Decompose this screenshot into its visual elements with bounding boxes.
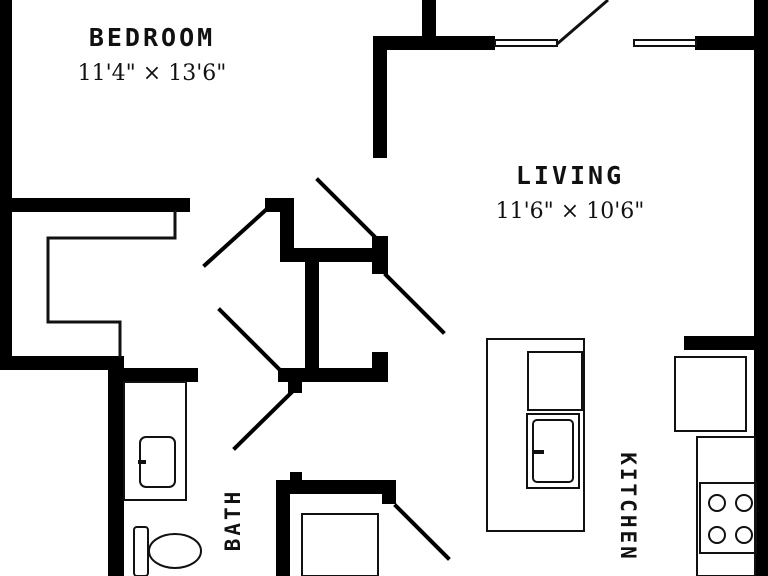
closet-wall-mid	[280, 248, 386, 262]
bath-vanity	[123, 381, 187, 501]
range	[699, 482, 757, 554]
bath-west-wall	[108, 356, 124, 576]
window-left	[494, 39, 558, 47]
top-wall-stub	[422, 0, 436, 40]
living-name: LIVING	[516, 161, 624, 190]
bedroom-dimensions: 11'4" × 13'6"	[78, 61, 227, 86]
burner	[735, 494, 753, 512]
kitchen-sink-outer	[526, 413, 580, 489]
closet-door-mid-right	[383, 272, 446, 335]
burner	[735, 526, 753, 544]
closet-post-small	[288, 375, 302, 393]
outer-left-wall	[0, 0, 12, 370]
closet-wall-bottom	[278, 368, 388, 382]
lower-closet-post-right	[382, 480, 396, 504]
living-dimensions: 11'6" × 10'6"	[496, 199, 645, 224]
lower-closet-post	[290, 472, 302, 488]
kitchen-island	[486, 338, 585, 532]
bath-north-wall	[108, 368, 198, 382]
bedroom-south-wall	[10, 198, 190, 212]
refrigerator	[674, 356, 747, 432]
lower-closet-appliance	[301, 513, 379, 576]
toilet-tank	[133, 526, 149, 576]
burner	[708, 494, 726, 512]
bath-fixtures	[123, 381, 202, 576]
closet-wall-vertical	[305, 248, 319, 382]
burner	[708, 526, 726, 544]
lower-closet-west-wall	[276, 480, 290, 576]
window-right	[633, 39, 697, 47]
outer-right-wall	[754, 0, 768, 576]
kitchen-fixtures	[301, 338, 757, 576]
closet-door-upper-left	[202, 205, 271, 268]
closet-wall-left	[280, 198, 294, 260]
dishwasher	[527, 351, 583, 411]
bedroom-closet-outline	[46, 210, 177, 358]
closet-post-top	[372, 236, 388, 274]
top-wall-segment-a	[373, 36, 495, 50]
closet-door-upper-right	[315, 177, 381, 243]
doors	[202, 177, 451, 561]
lower-closet-north-wall	[276, 480, 396, 494]
kitchen-wall	[684, 336, 756, 350]
bedroom-east-wall	[373, 36, 387, 158]
bath-name: BATH	[221, 489, 245, 552]
bedroom-name: BEDROOM	[89, 23, 215, 52]
closet-door-mid-left	[217, 307, 283, 373]
bath-north-wall-left	[0, 356, 124, 370]
balcony-door-swing	[556, 0, 609, 46]
kitchen-name: KITCHEN	[616, 452, 640, 562]
range-counter	[696, 436, 756, 576]
top-wall-segment-b	[695, 36, 755, 50]
bath-door	[232, 389, 295, 451]
thin-lines	[46, 0, 697, 358]
toilet-bowl	[148, 533, 202, 569]
closet-post-bottom	[372, 352, 388, 382]
lower-closet-door	[393, 503, 451, 561]
